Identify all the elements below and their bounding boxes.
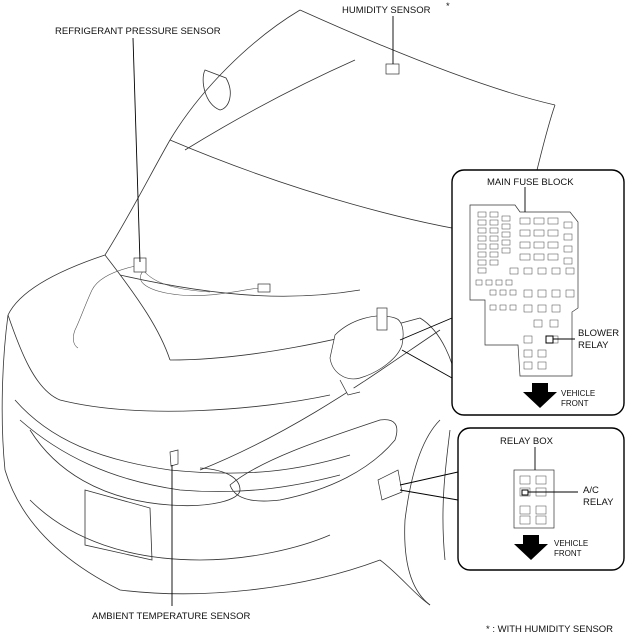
relay-box-callout: RELAY BOX A/C RELAY VEHICLE FRONT [457,427,625,571]
vehicle-front-arrow-icon [514,535,548,560]
ac-relay-label-1: A/C [583,485,599,496]
main-fuse-block-callout: MAIN FUSE BLOCK BLOWER RELAY VEHICLE FRO… [451,169,625,416]
relay-box-label: RELAY BOX [500,436,554,447]
vehicle-front-label-2: FRONT [554,549,582,558]
blower-relay-part [545,335,554,344]
footnote: * : WITH HUMIDITY SENSOR [486,624,613,635]
vehicle-front-label-2: FRONT [561,399,589,408]
vehicle-front-arrow-icon [523,383,557,408]
fuse-grid [475,211,575,370]
ac-relay-part [521,489,529,496]
blower-relay-label-2: RELAY [578,340,609,351]
main-fuse-block-label: MAIN FUSE BLOCK [487,177,574,188]
humidity-sensor-label: HUMIDITY SENSOR [342,5,431,16]
ambient-temperature-sensor-part [169,449,179,467]
humidity-sensor-part [385,63,400,75]
vehicle-front-label-1: VEHICLE [554,539,588,548]
ac-relay-label-2: RELAY [583,497,614,508]
main-fuse-block-part [329,307,404,396]
leader-lines [132,16,459,606]
refrigerant-pressure-sensor-label: REFRIGERANT PRESSURE SENSOR [55,26,221,37]
ambient-temperature-sensor-label: AMBIENT TEMPERATURE SENSOR [92,611,250,622]
blower-relay-label-1: BLOWER [578,328,619,339]
humidity-sensor-asterisk: * [446,1,450,12]
vehicle-outline [1,9,556,606]
vehicle-front-label-1: VEHICLE [561,389,595,398]
relay-box-part [377,469,403,501]
